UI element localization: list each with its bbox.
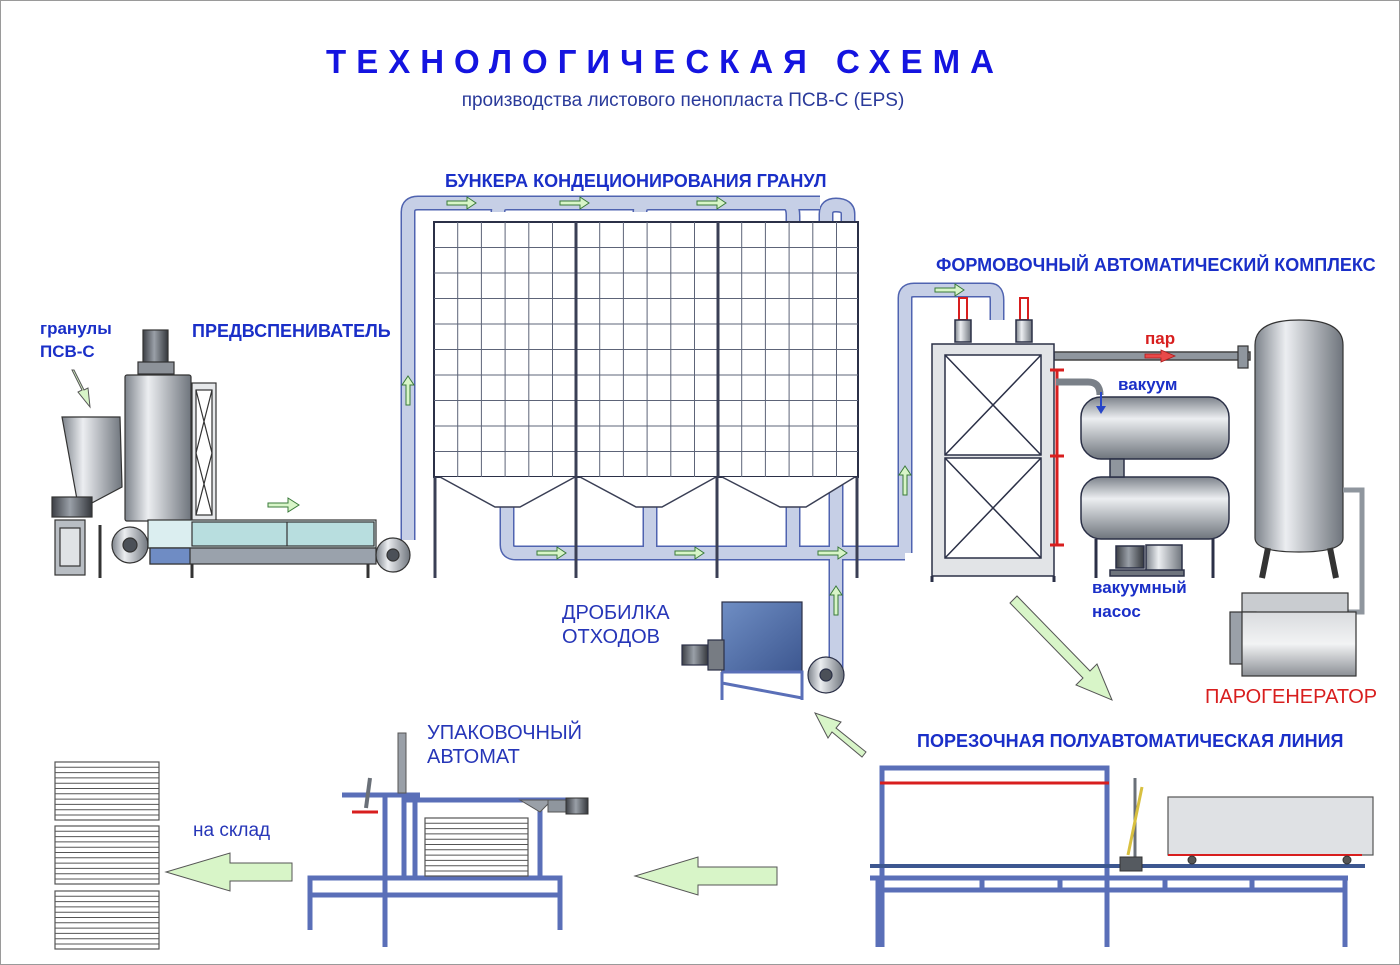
label-steam-generator: ПАРОГЕНЕРАТОР	[1205, 686, 1378, 708]
label-granules-1: гранулы	[40, 319, 112, 338]
label-vacuum: вакуум	[1118, 375, 1178, 394]
label-packing-2: АВТОМАТ	[427, 746, 520, 768]
page-title: ТЕХНОЛОГИЧЕСКАЯ СХЕМА	[326, 43, 1004, 80]
conditioning-bunkers	[433, 221, 859, 578]
label-molding-complex: ФОРМОВОЧНЫЙ АВТОМАТИЧЕСКИЙ КОМПЛЕКС	[936, 255, 1376, 275]
label-granules-2: ПСВ-С	[40, 342, 95, 361]
cutting-line	[870, 765, 1374, 947]
steam-generator	[1229, 592, 1357, 677]
label-vacuum-pump-2: насос	[1092, 602, 1141, 621]
packing-machine	[307, 732, 589, 947]
label-cutting-line: ПОРЕЗОЧНАЯ ПОЛУАВТОМАТИЧЕСКАЯ ЛИНИЯ	[917, 731, 1344, 751]
page-subtitle: производства листового пенопласта ПСВ-С …	[461, 90, 905, 111]
label-pre-expander: ПРЕДВСПЕНИВАТЕЛЬ	[192, 321, 391, 341]
flow-arrows-large	[71, 369, 1113, 896]
label-crusher-1: ДРОБИЛКА	[562, 602, 670, 624]
pre-expander	[51, 329, 411, 578]
steam-arrow	[1144, 349, 1177, 363]
vacuum-arrow	[1096, 392, 1106, 414]
label-to-warehouse: на склад	[193, 820, 271, 841]
label-steam: пар	[1145, 329, 1176, 348]
finished-stacks	[54, 761, 160, 950]
label-packing-1: УПАКОВОЧНЫЙ	[427, 722, 583, 744]
steam-receiver	[1237, 319, 1365, 615]
label-vacuum-pump-1: вакуумный	[1092, 578, 1187, 597]
molding-complex	[930, 297, 1251, 582]
waste-crusher	[681, 601, 845, 700]
label-crusher-2: ОТХОДОВ	[562, 626, 661, 648]
label-bunkers: БУНКЕРА КОНДЕЦИОНИРОВАНИЯ ГРАНУЛ	[445, 171, 827, 191]
